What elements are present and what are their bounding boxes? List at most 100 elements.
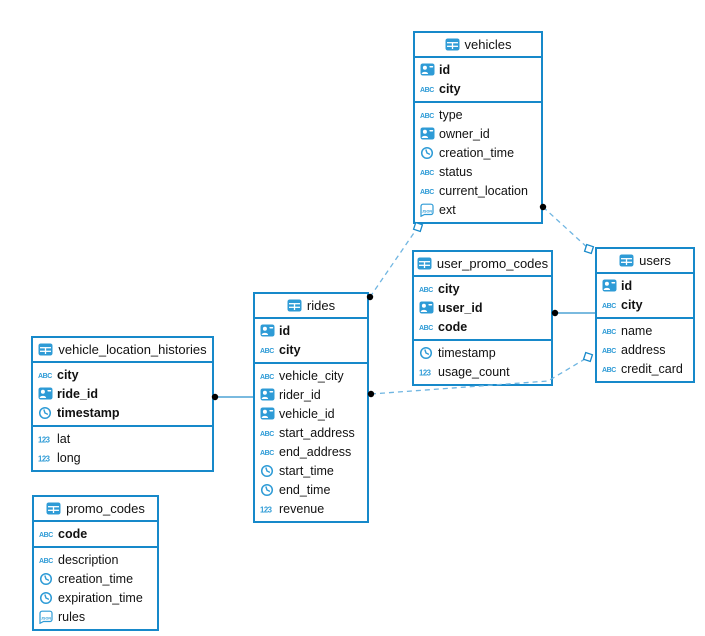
column-row[interactable]: owner_id xyxy=(415,124,541,143)
column-name: ride_id xyxy=(57,386,98,401)
text-icon: ABC xyxy=(260,427,278,439)
text-icon: ABC xyxy=(419,321,437,333)
uuid-icon xyxy=(602,279,620,292)
column-name: code xyxy=(438,319,468,334)
table-name: vehicles xyxy=(464,37,512,52)
svg-text:ABC: ABC xyxy=(260,450,274,457)
table-header[interactable]: promo_codes xyxy=(34,497,157,522)
table-header[interactable]: vehicle_location_histories xyxy=(33,338,212,363)
column-row[interactable]: creation_time xyxy=(415,143,541,162)
column-row[interactable]: id xyxy=(597,276,693,295)
column-name: rider_id xyxy=(279,387,321,402)
svg-text:ABC: ABC xyxy=(419,325,433,332)
text-icon: ABC xyxy=(420,185,438,197)
table-header[interactable]: vehicles xyxy=(415,33,541,58)
text-icon: ABC xyxy=(38,369,56,381)
text-icon: ABC xyxy=(260,370,278,382)
column-name: city xyxy=(279,342,301,357)
text-icon: ABC xyxy=(420,109,438,121)
column-name: long xyxy=(57,450,81,465)
uuid-icon xyxy=(38,387,56,400)
text-icon: ABC xyxy=(602,363,620,375)
column-name: expiration_time xyxy=(58,590,143,605)
table-header[interactable]: user_promo_codes xyxy=(414,252,551,277)
uuid-icon xyxy=(420,127,438,140)
column-row[interactable]: rider_id xyxy=(255,385,367,404)
table-icon xyxy=(445,38,460,51)
svg-text:ABC: ABC xyxy=(260,431,274,438)
column-name: timestamp xyxy=(57,405,120,420)
column-row[interactable]: id xyxy=(255,321,367,340)
relation-user_promo_codes-users[interactable] xyxy=(551,309,595,317)
svg-text:ABC: ABC xyxy=(260,348,274,355)
table-name: rides xyxy=(306,298,336,313)
column-name: creation_time xyxy=(439,145,515,160)
text-icon: ABC xyxy=(602,299,620,311)
svg-text:ABC: ABC xyxy=(260,374,274,381)
column-row[interactable]: start_time xyxy=(255,461,367,480)
svg-text:ABC: ABC xyxy=(602,303,616,310)
timestamp-icon xyxy=(260,464,278,478)
table-name: users xyxy=(639,253,671,268)
table-header[interactable]: rides xyxy=(255,294,367,319)
column-row[interactable]: ABC code xyxy=(414,317,551,336)
column-row[interactable]: user_id xyxy=(414,298,551,317)
timestamp-icon xyxy=(419,346,437,360)
column-name: city xyxy=(57,367,79,382)
svg-text:ABC: ABC xyxy=(602,367,616,374)
column-row[interactable]: timestamp xyxy=(414,343,551,362)
column-row[interactable]: timestamp xyxy=(33,403,212,422)
column-name: type xyxy=(439,107,463,122)
text-icon: ABC xyxy=(39,554,57,566)
column-row[interactable]: id xyxy=(415,60,541,79)
column-row[interactable]: ABC city xyxy=(255,340,367,359)
number-icon: 123 xyxy=(260,503,278,515)
timestamp-icon xyxy=(420,146,438,160)
column-row[interactable]: vehicle_id xyxy=(255,404,367,423)
column-row[interactable]: creation_time xyxy=(34,569,157,588)
column-row[interactable]: end_time xyxy=(255,480,367,499)
table-header[interactable]: users xyxy=(597,249,693,274)
relation-vehicle_location_histories-rides[interactable] xyxy=(211,393,253,401)
column-name: ext xyxy=(439,202,456,217)
column-row[interactable]: expiration_time xyxy=(34,588,157,607)
svg-text:ABC: ABC xyxy=(420,189,434,196)
svg-text:ABC: ABC xyxy=(419,287,433,294)
column-row[interactable]: ride_id xyxy=(33,384,212,403)
relation-vehicles-users[interactable] xyxy=(539,203,595,255)
text-icon: ABC xyxy=(602,325,620,337)
